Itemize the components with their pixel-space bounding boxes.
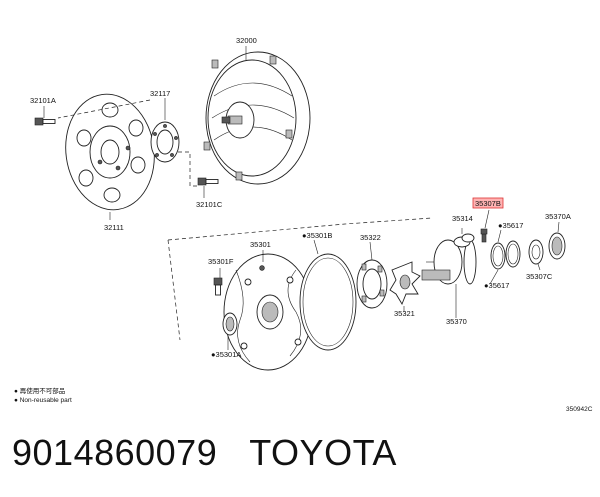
bolt-32101A — [34, 117, 56, 126]
highlight-35307B — [472, 197, 504, 209]
label-32111: 32111 — [104, 223, 124, 232]
label-35370A: 35370A — [545, 212, 571, 221]
legend-line-japanese: ● 再使用不可部品 — [14, 386, 65, 395]
brand-name: TOYOTA — [249, 432, 397, 473]
bolt-35301F — [213, 277, 223, 296]
label-35301B: ●35301B — [302, 231, 332, 240]
label-35307C: 35307C — [526, 272, 553, 281]
thrust-washer-35307C — [528, 239, 544, 265]
label-35370: 35370 — [446, 317, 467, 326]
label-32000: 32000 — [236, 36, 257, 45]
label-32101C: 32101C — [196, 200, 223, 209]
label-35321: 35321 — [394, 309, 415, 318]
drive-gear-35321 — [389, 261, 421, 306]
spacer-32117 — [150, 121, 180, 163]
label-35301: 35301 — [250, 240, 271, 249]
part-number: 9014860079 — [12, 432, 218, 473]
driven-gear-35322 — [356, 259, 388, 309]
label-35301A: ●35301A — [211, 350, 241, 359]
label-35314: 35314 — [452, 214, 473, 223]
bolt-35307B — [480, 228, 488, 243]
label-35617-lower: ●35617 — [484, 281, 509, 290]
part-caption: 9014860079 TOYOTA — [12, 432, 397, 474]
legend-line-english: ● Non-reusable part — [14, 397, 72, 404]
o-ring-35301B — [299, 253, 357, 351]
label-35307B: 35307B — [475, 199, 501, 208]
exploded-parts-diagram: 32000 32101A 32117 32111 32101C 35301 ●3… — [14, 36, 593, 413]
stator-shaft-35370 — [421, 236, 477, 285]
drive-plate-32111 — [65, 93, 155, 211]
oil-seal-35301A — [222, 312, 238, 336]
label-35301F: 35301F — [208, 257, 234, 266]
label-32101A: 32101A — [30, 96, 56, 105]
label-35322: 35322 — [360, 233, 381, 242]
label-32117: 32117 — [150, 89, 170, 98]
diagram-id: 350942C — [566, 406, 593, 413]
label-35617-upper: ●35617 — [498, 221, 523, 230]
bolt-32101C — [197, 177, 219, 186]
torque-converter-32000 — [203, 51, 311, 185]
gasket-35314 — [461, 233, 475, 243]
seal-ring-35617 — [490, 240, 521, 270]
thrust-bearing-35370A — [548, 232, 566, 260]
